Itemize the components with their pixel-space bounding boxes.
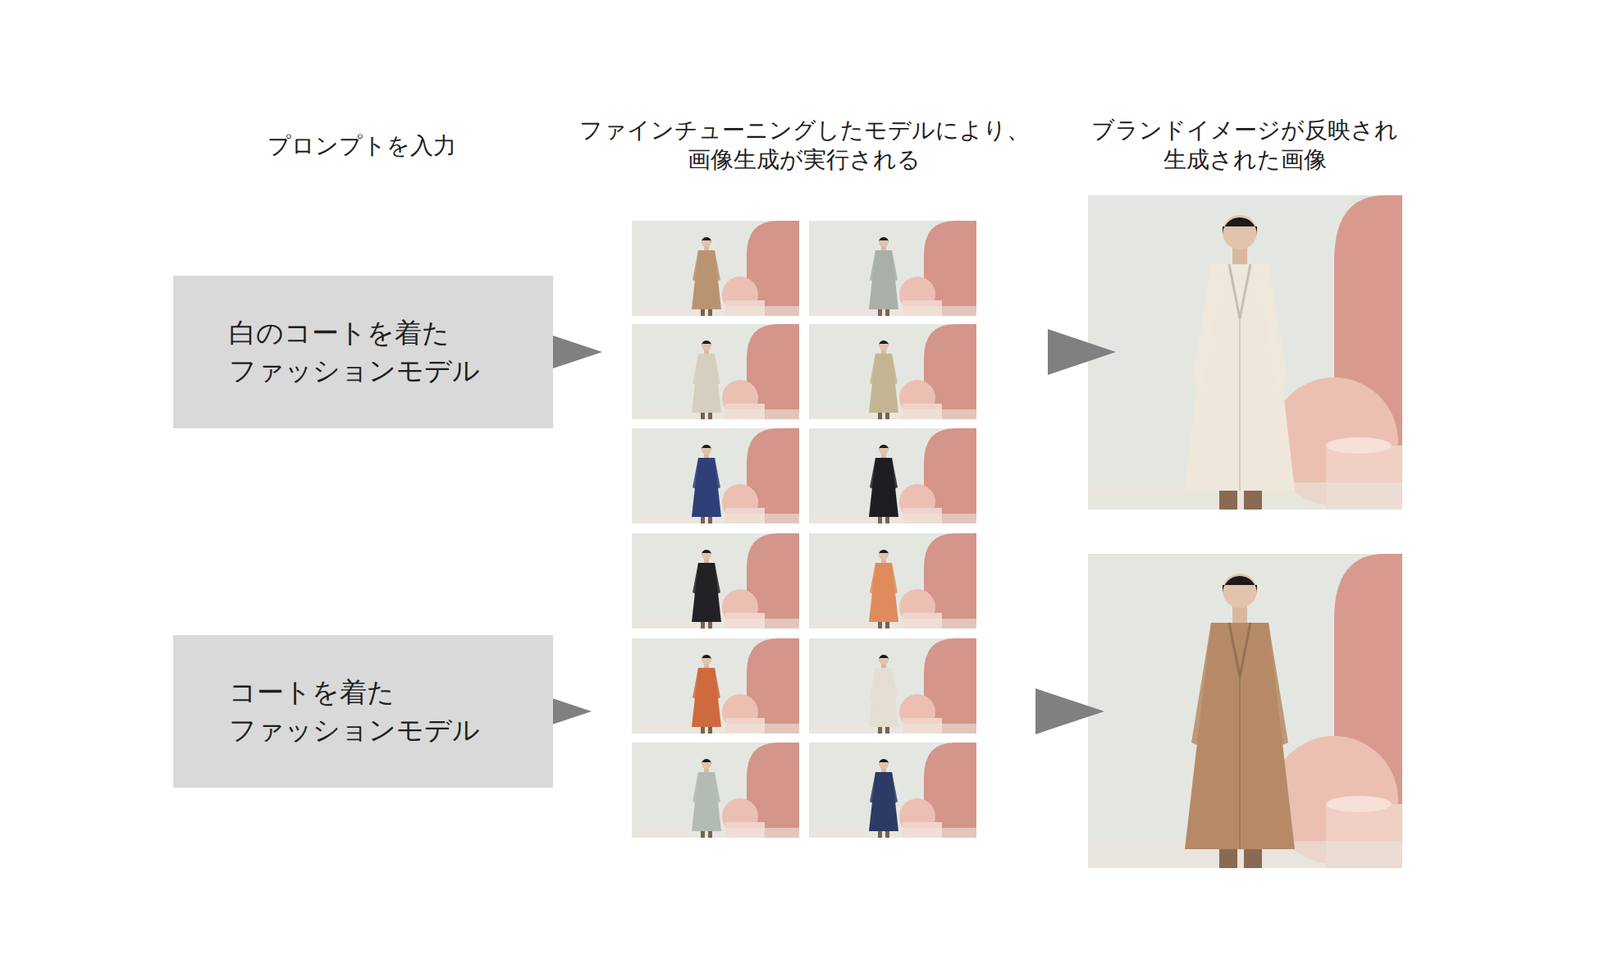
- flow-arrow: [1047, 329, 1116, 375]
- generated-thumbnail: [809, 742, 977, 838]
- generated-thumbnail: [631, 220, 800, 316]
- generated-thumbnail: [809, 533, 977, 629]
- result-image: [1088, 195, 1403, 510]
- result-image: [1088, 553, 1403, 869]
- generated-thumbnail: [809, 428, 977, 524]
- generated-thumbnail: [631, 428, 800, 524]
- prompt-box: 白のコートを着た ファッションモデル: [173, 275, 554, 429]
- column-heading: ファインチューニングしたモデルにより、 画像生成が実行される: [549, 115, 1059, 175]
- generated-thumbnail: [631, 533, 800, 629]
- prompt-text: 白のコートを着た ファッションモデル: [228, 314, 537, 389]
- generated-thumbnail: [809, 638, 977, 734]
- generated-thumbnail: [809, 220, 977, 316]
- generated-thumbnail: [631, 742, 800, 838]
- column-heading: プロンプトを入力: [197, 131, 526, 161]
- flow-arrow: [1035, 688, 1105, 735]
- prompt-box: コートを着た ファッションモデル: [173, 635, 554, 788]
- column-heading: ブランドイメージが反映され 生成された画像: [1056, 115, 1434, 175]
- generated-thumbnail: [809, 324, 977, 420]
- generated-thumbnail: [631, 638, 800, 734]
- generated-thumbnail: [631, 324, 800, 420]
- prompt-text: コートを着た ファッションモデル: [228, 673, 537, 749]
